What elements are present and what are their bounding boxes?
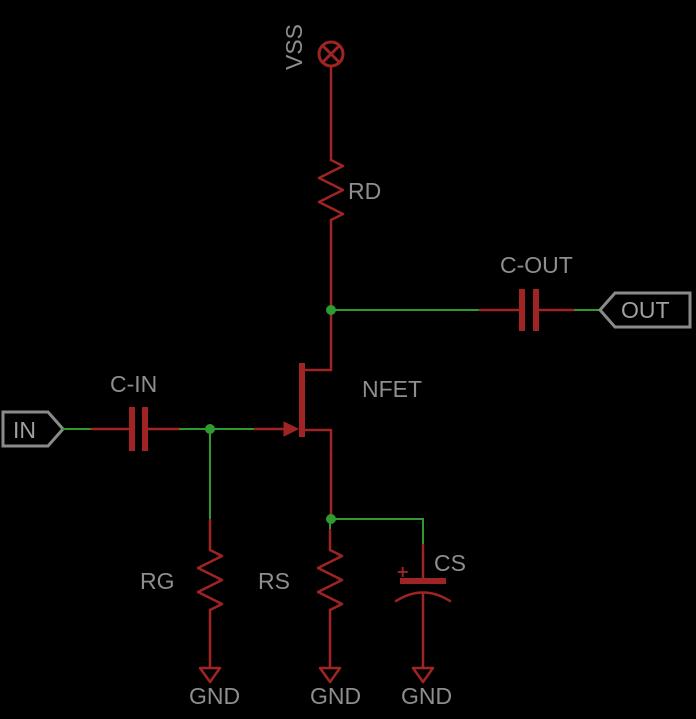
rd-label: RD	[348, 178, 381, 204]
rg-label: RG	[140, 568, 175, 594]
out-port	[597, 291, 692, 329]
resistor-rs	[316, 528, 344, 670]
resistor-rd	[317, 128, 345, 247]
cs-label: CS	[434, 550, 466, 576]
junction-drain	[326, 305, 336, 315]
wires	[209, 309, 481, 546]
cs-polarity-mark: +	[396, 562, 409, 581]
wire-source-to-cs	[329, 518, 424, 546]
nfet-transistor	[253, 363, 333, 457]
gnd-label-rg: GND	[189, 683, 240, 709]
rs-label: RS	[258, 568, 290, 594]
junction-gate	[205, 424, 215, 434]
capacitor-c-in	[90, 407, 182, 451]
capacitor-cs	[394, 543, 452, 670]
capacitor-c-out	[478, 289, 577, 331]
vss-supply-icon	[317, 40, 345, 68]
ground-icon	[198, 666, 222, 684]
out-port-label: OUT	[621, 297, 670, 323]
gnd-label-cs: GND	[401, 683, 452, 709]
in-port-label: IN	[13, 417, 36, 443]
ground-icon	[318, 666, 342, 684]
vss-label: VSS	[281, 24, 307, 70]
resistor-rg	[196, 518, 224, 670]
in-port	[1, 410, 66, 448]
gnd-label-rs: GND	[310, 683, 361, 709]
c-out-label: C-OUT	[500, 252, 573, 278]
junction-source	[326, 514, 336, 524]
ground-icon	[411, 666, 435, 684]
c-in-label: C-IN	[110, 371, 157, 397]
nfet-label: NFET	[362, 376, 422, 402]
